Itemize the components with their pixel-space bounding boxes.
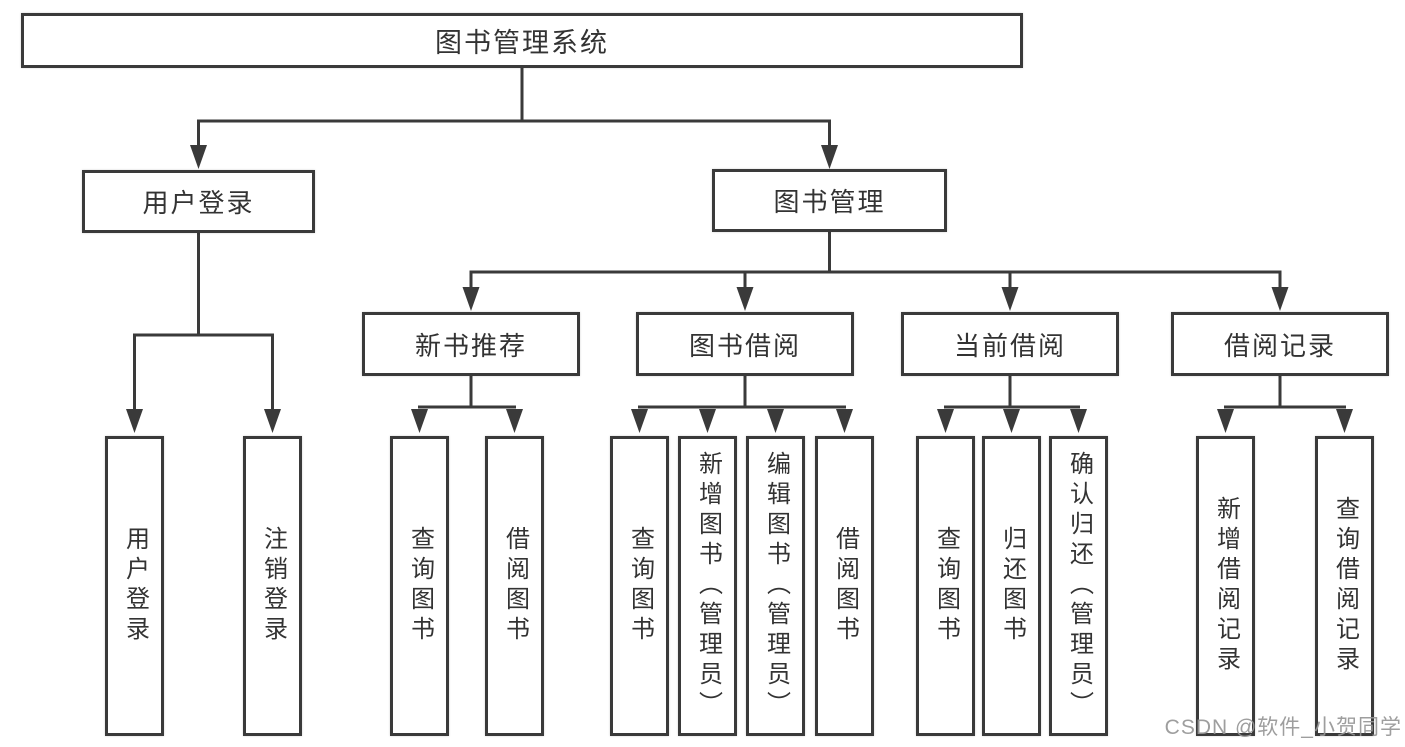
leaf-borrow-books: 借阅图书 <box>815 436 874 736</box>
leaf-query-books-recommend: 查询图书 <box>390 436 449 736</box>
node-label: 确认归还（管理员） <box>1065 451 1093 721</box>
leaf-query-borrow-record: 查询借阅记录 <box>1315 436 1374 736</box>
leaf-logout: 注销登录 <box>243 436 302 736</box>
node-user-login: 用户登录 <box>82 170 315 233</box>
leaf-return-books: 归还图书 <box>982 436 1041 736</box>
node-label: 新增图书（管理员） <box>694 451 722 721</box>
leaf-query-books-current: 查询图书 <box>916 436 975 736</box>
node-library-management-system: 图书管理系统 <box>21 13 1023 68</box>
node-label: 查询图书 <box>932 526 960 646</box>
node-label: 当前借阅 <box>953 330 1066 361</box>
node-current-borrowing: 当前借阅 <box>901 312 1119 376</box>
node-label: 注销登录 <box>259 526 287 646</box>
leaf-add-books-admin: 新增图书（管理员） <box>678 436 737 736</box>
node-book-borrowing: 图书借阅 <box>636 312 854 376</box>
node-new-book-recommendation: 新书推荐 <box>362 312 580 376</box>
node-label: 借阅图书 <box>501 526 529 646</box>
node-label: 查询图书 <box>406 526 434 646</box>
leaf-edit-books-admin: 编辑图书（管理员） <box>746 436 805 736</box>
leaf-confirm-return-admin: 确认归还（管理员） <box>1049 436 1108 736</box>
node-label: 借阅记录 <box>1223 330 1336 361</box>
leaf-borrow-books-recommend: 借阅图书 <box>485 436 544 736</box>
node-label: 图书借阅 <box>688 330 801 361</box>
node-label: 图书管理系统 <box>435 28 609 58</box>
node-label: 查询图书 <box>626 526 654 646</box>
node-label: 查询借阅记录 <box>1331 496 1359 676</box>
leaf-query-books-borrow: 查询图书 <box>610 436 669 736</box>
leaf-user-login: 用户登录 <box>105 436 164 736</box>
node-label: 新书推荐 <box>414 330 527 361</box>
watermark-text: CSDN @软件_小贺同学 <box>1164 716 1402 739</box>
node-label: 借阅图书 <box>831 526 859 646</box>
node-label: 图书管理 <box>773 187 886 217</box>
node-label: 归还图书 <box>998 526 1026 646</box>
node-label: 新增借阅记录 <box>1212 496 1240 676</box>
node-label: 编辑图书（管理员） <box>762 451 790 721</box>
node-label: 用户登录 <box>121 526 149 646</box>
leaf-add-borrow-record: 新增借阅记录 <box>1196 436 1255 736</box>
node-book-management: 图书管理 <box>712 169 947 232</box>
arrowheads <box>126 145 1353 433</box>
node-label: 用户登录 <box>142 188 255 218</box>
node-borrowing-records: 借阅记录 <box>1171 312 1389 376</box>
